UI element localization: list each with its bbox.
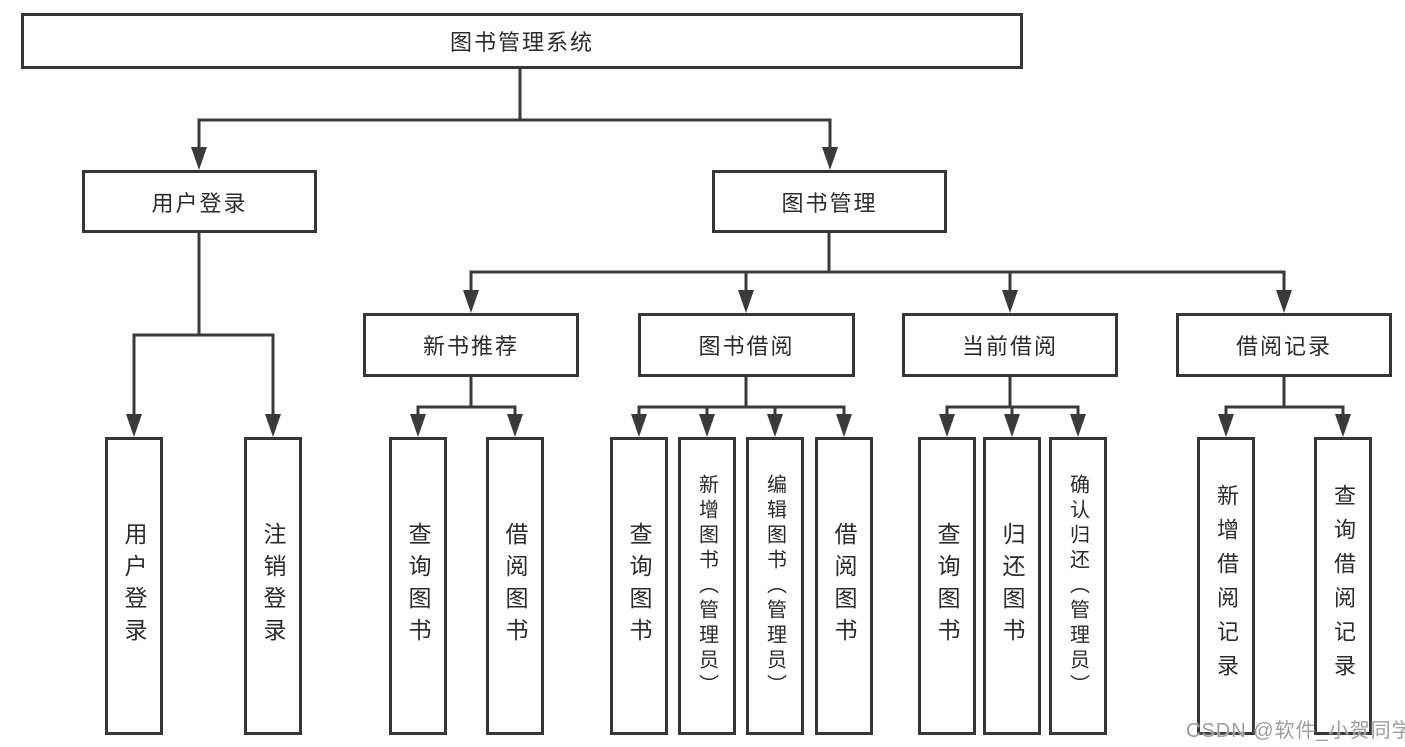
node-book-management: 图书管理 (712, 170, 947, 233)
node-user-login: 用户登录 (82, 170, 317, 233)
leaf-bb-add-books-admin: 新增图书（管理员） (678, 437, 736, 735)
node-system-root: 图书管理系统 (21, 13, 1023, 69)
leaf-nbr-query-books: 查询图书 (389, 437, 447, 735)
node-book-borrow: 图书借阅 (638, 313, 855, 377)
leaf-user-login: 用户登录 (105, 437, 163, 735)
leaf-cb-confirm-return-admin: 确认归还（管理员） (1049, 437, 1107, 735)
node-borrow-records: 借阅记录 (1176, 313, 1392, 377)
node-new-book-recommend: 新书推荐 (363, 313, 579, 377)
node-current-borrow: 当前借阅 (902, 313, 1118, 377)
leaf-nbr-borrow-books: 借阅图书 (486, 437, 544, 735)
leaf-bb-borrow-books: 借阅图书 (815, 437, 873, 735)
leaf-br-query-record: 查询借阅记录 (1314, 437, 1372, 735)
leaf-bb-query-books: 查询图书 (610, 437, 668, 735)
watermark: CSDN @软件_小贺同学 (1186, 720, 1405, 742)
leaf-cb-query-books: 查询图书 (918, 437, 976, 735)
leaf-bb-edit-books-admin: 编辑图书（管理员） (746, 437, 804, 735)
leaf-logout: 注销登录 (244, 437, 302, 735)
leaf-br-add-record: 新增借阅记录 (1197, 437, 1255, 735)
leaf-cb-return-books: 归还图书 (983, 437, 1041, 735)
